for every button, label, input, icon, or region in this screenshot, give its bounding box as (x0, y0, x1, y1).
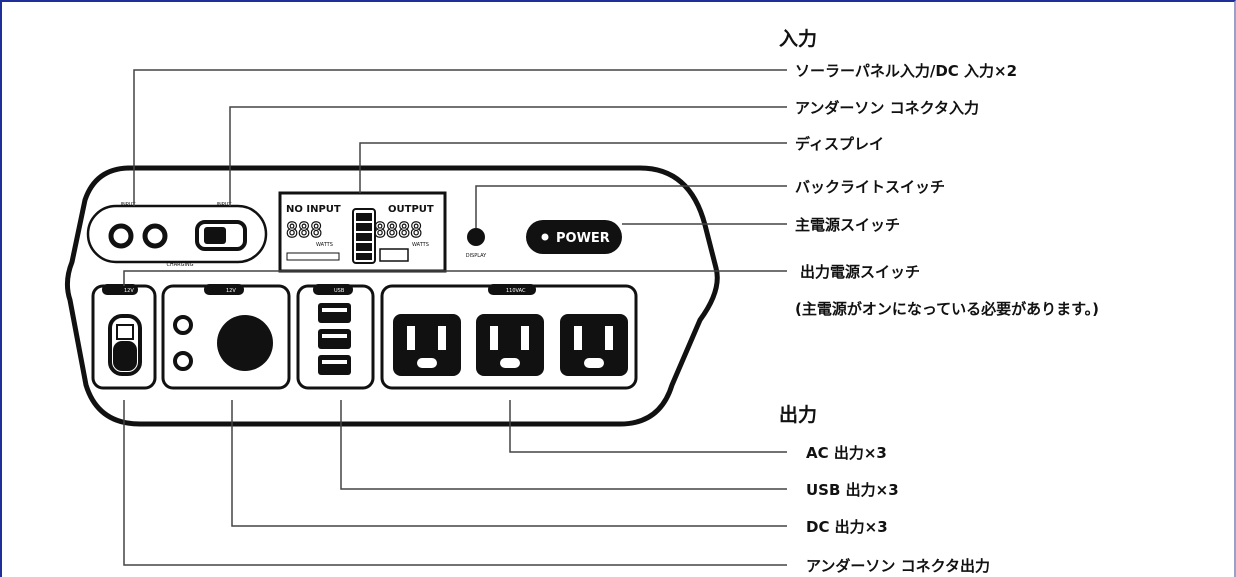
callout-usb-output (340, 400, 787, 490)
display-left-caption: NO INPUT (286, 204, 341, 215)
switch-tab-dc[interactable] (204, 284, 244, 295)
switch-tab-usb[interactable] (313, 284, 353, 295)
label-anderson-input: アンダーソン コネクタ入力 (795, 99, 979, 117)
callout-dc-output (231, 400, 787, 527)
callout-anderson-output (123, 400, 787, 566)
switch-tab-ac-label: 110VAC (506, 288, 526, 294)
input-port-2[interactable] (142, 223, 168, 249)
switch-tab-ac[interactable] (488, 284, 536, 295)
callout-anderson-input (229, 106, 787, 206)
power-indicator-icon (541, 233, 549, 241)
anderson-output-slot (116, 324, 134, 340)
input-port-1[interactable] (108, 223, 134, 249)
dc-car-socket[interactable] (217, 315, 273, 371)
label-dc-output: DC 出力×3 (806, 518, 888, 536)
anderson-input-core (204, 227, 226, 244)
callout-output-switch (123, 270, 787, 286)
input1-label: INPUT (121, 202, 137, 208)
power-button[interactable] (526, 220, 622, 254)
display-status-bar-right (379, 248, 409, 262)
dc-port-small-2[interactable] (173, 351, 193, 371)
callout-backlight (475, 185, 787, 228)
callout-ac-output (509, 400, 787, 453)
label-backlight-switch: バックライトスイッチ (795, 178, 945, 196)
ac-outlet-2[interactable] (476, 314, 544, 376)
ac-outlet-3[interactable] (560, 314, 628, 376)
switch-tab-dc-label: 12V (226, 288, 236, 294)
usb-port-1[interactable] (318, 303, 351, 323)
display-right-caption: OUTPUT (388, 204, 434, 215)
switch-tab-usb-label: USB (334, 288, 345, 294)
label-output-switch-note: (主電源がオンになっている必要があります。) (795, 300, 1099, 318)
switch-tab-anderson[interactable] (102, 284, 138, 295)
output-heading: 出力 (779, 403, 817, 426)
label-display: ディスプレイ (795, 135, 884, 153)
label-usb-output: USB 出力×3 (806, 481, 899, 499)
label-solar-input: ソーラーパネル入力/DC 入力×2 (795, 62, 1017, 80)
anderson-output-core (113, 341, 137, 371)
callout-display (359, 142, 787, 193)
callout-lines (123, 69, 787, 566)
backlight-button[interactable] (467, 228, 485, 246)
battery-icon (352, 208, 376, 264)
power-button-label: POWER (556, 231, 610, 246)
switch-tab-anderson-label: 12V (124, 288, 134, 294)
display-status-bar-left (286, 252, 340, 261)
display-left-digits: 888 (286, 218, 322, 242)
label-main-power-switch: 主電源スイッチ (795, 216, 900, 234)
label-anderson-output: アンダーソン コネクタ出力 (806, 557, 990, 575)
usb-port-slots (322, 308, 347, 364)
usb-port-3[interactable] (318, 355, 351, 375)
label-output-power-switch: 出力電源スイッチ (800, 263, 920, 281)
usb-port-2[interactable] (318, 329, 351, 349)
display-button-label: DISPLAY (466, 253, 487, 259)
display-left-unit: WATTS (316, 242, 333, 248)
ac-outlet-1[interactable] (393, 314, 461, 376)
input-panel (86, 204, 268, 264)
dc-port-small-1[interactable] (173, 315, 193, 335)
input2-label: INPUT (217, 202, 233, 208)
callout-solar-input (133, 69, 787, 206)
display-right-digits: 8888 (374, 218, 422, 242)
display-right-unit: WATTS (412, 242, 429, 248)
charging-label: CHARGING (166, 262, 193, 268)
input-heading: 入力 (779, 27, 817, 50)
label-ac-output: AC 出力×3 (806, 444, 887, 462)
